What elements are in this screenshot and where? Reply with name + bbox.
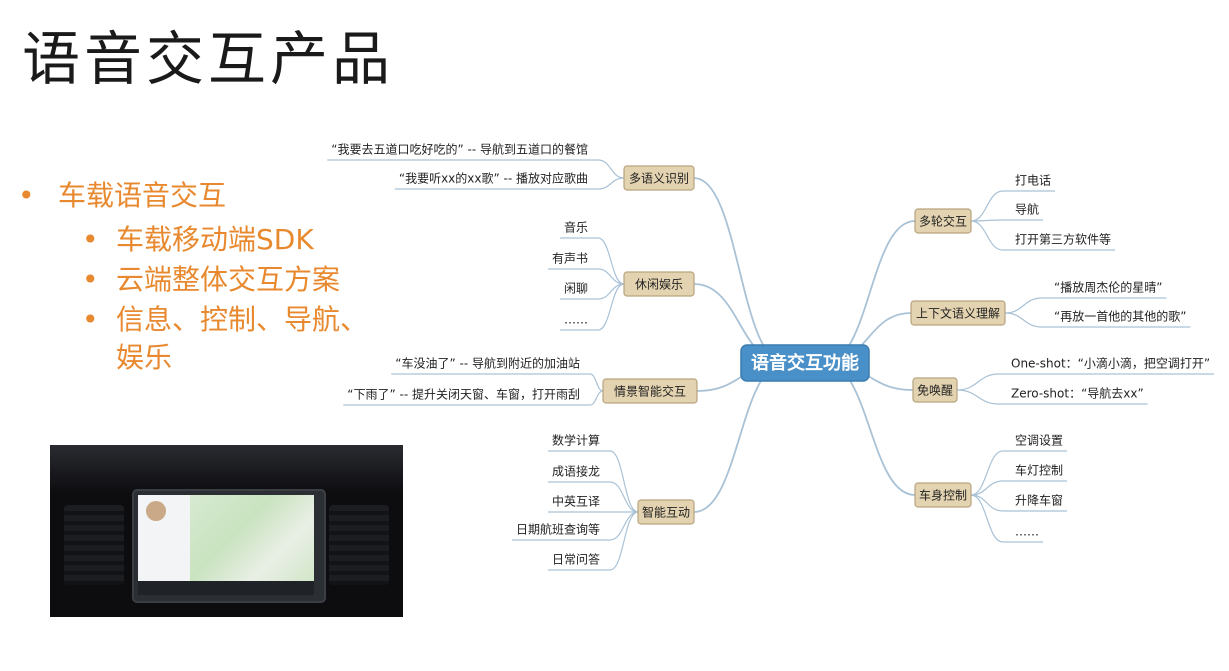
leaf-link	[1005, 298, 1042, 313]
leaf-link	[598, 178, 624, 189]
branch-label: 多轮交互	[919, 214, 967, 229]
center-link-right-3	[825, 363, 915, 495]
leaf-label: 中英互译	[552, 494, 600, 509]
leaf-label: “我要听xx的xx歌” -- 播放对应歌曲	[399, 171, 588, 186]
branch-label: 免唤醒	[917, 383, 953, 398]
leaf-label: Zero-shot：“导航去xx”	[1011, 386, 1144, 401]
leaf-link	[610, 482, 638, 512]
leaf-label: 打开第三方软件等	[1015, 232, 1111, 247]
leaf-label: “播放周杰伦的星晴”	[1054, 280, 1162, 295]
leaf-label: 打电话	[1015, 174, 1051, 188]
center-label: 语音交互功能	[751, 352, 859, 374]
leaf-link	[1005, 313, 1042, 327]
leaf-link	[590, 391, 603, 405]
branch-label: 上下文语义理解	[916, 306, 1000, 321]
leaf-label: 日常问答	[552, 552, 600, 567]
leaf-label: “车没油了” -- 导航到附近的加油站	[395, 356, 580, 371]
leaf-label: ……	[564, 313, 588, 327]
leaf-label: “再放一首他的其他的歌”	[1054, 309, 1186, 324]
leaf-label: 导航	[1015, 202, 1039, 217]
leaf-link	[971, 495, 1003, 542]
leaf-link	[957, 374, 999, 390]
branch-label: 智能互动	[642, 505, 690, 520]
leaf-link	[610, 512, 638, 540]
leaf-label: 成语接龙	[552, 464, 600, 479]
branch-label: 车身控制	[919, 488, 967, 503]
leaf-link	[598, 160, 624, 178]
leaf-label: 闲聊	[564, 282, 588, 296]
branch-label: 休闲娱乐	[635, 278, 683, 292]
leaf-link	[610, 451, 638, 512]
leaf-label: 日期航班查询等	[516, 522, 600, 537]
leaf-label: 音乐	[564, 220, 588, 235]
leaf-label: 车灯控制	[1015, 463, 1063, 478]
leaf-link	[590, 374, 603, 391]
leaf-link	[971, 221, 1003, 250]
center-link-left-0	[694, 178, 785, 363]
leaf-label: One-shot：“小滴小滴，把空调打开”	[1011, 356, 1210, 371]
leaf-label: 升降车窗	[1015, 493, 1063, 508]
leaf-label: “下雨了” -- 提升关闭天窗、车窗，打开雨刮	[347, 387, 580, 402]
leaf-link	[610, 512, 638, 570]
leaf-label: 数学计算	[552, 433, 600, 448]
leaf-link	[957, 390, 999, 404]
branch-label: 多语义识别	[629, 172, 689, 186]
leaf-label: ……	[1015, 525, 1039, 539]
leaf-label: 有声书	[552, 252, 588, 266]
center-link-right-0	[825, 221, 915, 363]
leaf-link	[971, 191, 1003, 221]
branch-label: 情景智能交互	[614, 384, 686, 399]
leaf-label: 空调设置	[1015, 434, 1063, 448]
leaf-label: “我要去五道口吃好吃的” -- 导航到五道口的餐馆	[331, 142, 588, 157]
center-link-left-3	[694, 363, 785, 512]
